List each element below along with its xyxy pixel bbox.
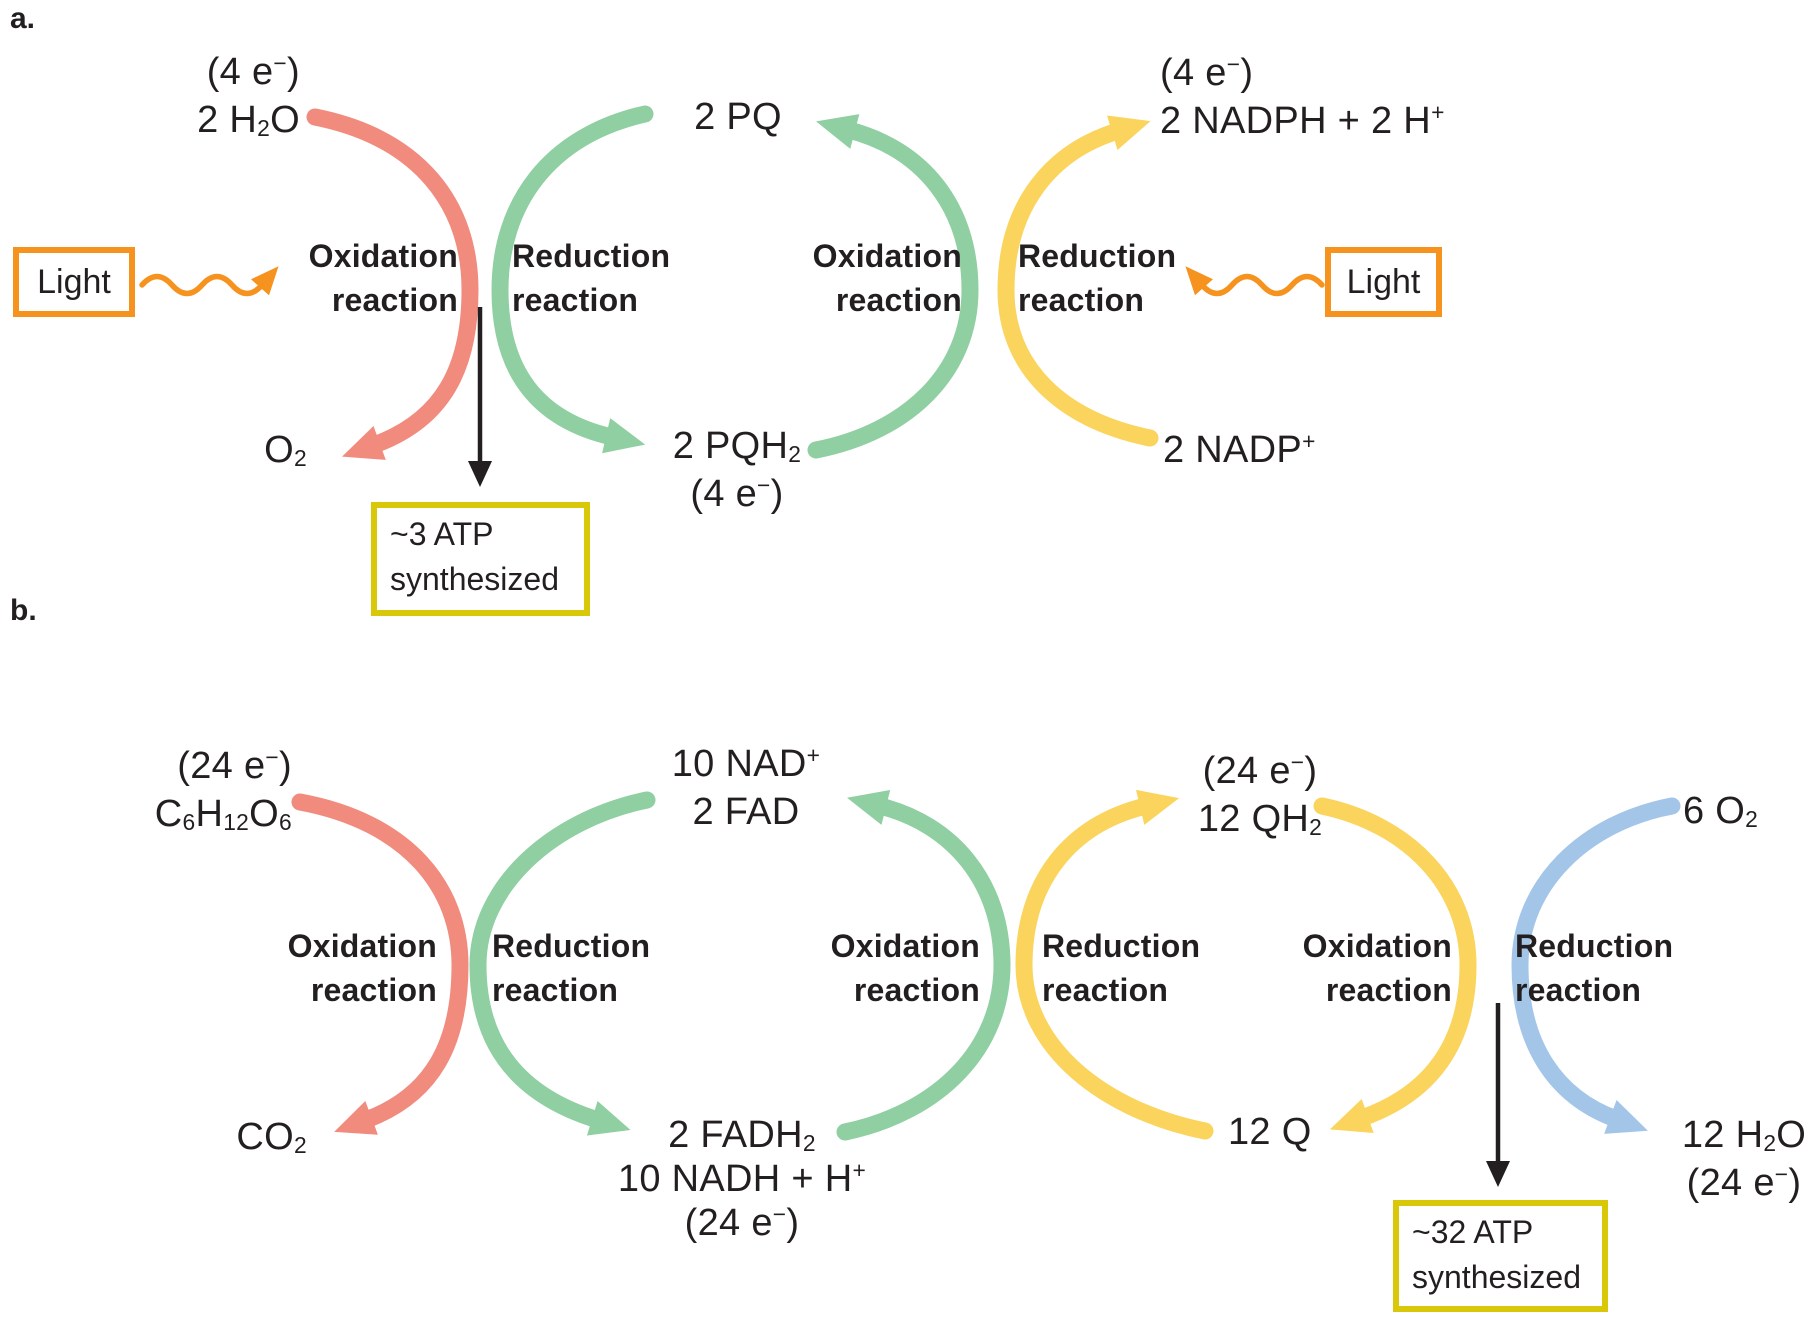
water-label: (4 e−) 2 H2O — [197, 50, 300, 146]
nadh-fadh2-oxidation-arc — [836, 789, 1011, 1141]
water-formula: 2 H2O — [197, 99, 300, 142]
qh2-label: (24 e−) 12 QH2 — [1160, 749, 1360, 845]
nadph-formula: 2 NADPH + 2 H+ — [1160, 99, 1445, 142]
qh2-formula: 12 QH2 — [1197, 798, 1323, 841]
oxidation-label-b2: Oxidation reaction — [830, 928, 980, 1008]
atp-b-line2: synthesized — [1412, 1259, 1581, 1295]
reduction-label-b1: Reduction reaction — [492, 928, 651, 1008]
panel-b-letter: b. — [10, 594, 37, 627]
h2o-formula: 12 H2O — [1681, 1114, 1807, 1157]
qh2-electrons: (24 e−) — [1202, 749, 1318, 792]
h2o-oxidation-arc — [306, 108, 479, 460]
oxidation-label-b1: Oxidation reaction — [287, 928, 437, 1008]
q-label: 12 Q — [1228, 1111, 1312, 1153]
light-wave-arrow-right — [1185, 266, 1325, 297]
oxidation-label-a2: Oxidation reaction — [812, 238, 962, 318]
co2-label: CO2 — [236, 1116, 307, 1159]
fad-line: 2 FAD — [692, 791, 800, 833]
pqh2-oxidation-arc — [807, 114, 979, 459]
h2o-electrons: (24 e−) — [1686, 1161, 1802, 1204]
pqh2-electrons: (4 e−) — [690, 472, 784, 515]
reduction-label-b3: Reduction reaction — [1515, 928, 1674, 1008]
q-reduction-arc — [1015, 789, 1214, 1140]
pqh2-formula: 2 PQH2 — [672, 425, 802, 468]
nadp-label: 2 NADP+ — [1163, 428, 1316, 471]
light-wave-arrow-left — [139, 266, 279, 297]
atp-a-line2: synthesized — [390, 561, 559, 597]
atp-b-line1: ~32 ATP — [1412, 1214, 1534, 1250]
reduction-label-a1: Reduction reaction — [512, 238, 671, 318]
fadh2-line: 2 FADH2 — [668, 1114, 816, 1157]
nad-fad-label: 10 NAD+ 2 FAD — [646, 742, 846, 834]
panel-a-letter: a. — [10, 2, 36, 35]
nadh-line: 10 NADH + H+ — [617, 1157, 867, 1200]
water-electrons: (4 e−) — [206, 50, 300, 93]
nadph-electrons: (4 e−) — [1160, 51, 1254, 94]
reduction-label-b2: Reduction reaction — [1042, 928, 1201, 1008]
fadh2-nadh-label: 2 FADH2 10 NADH + H+ (24 e−) — [592, 1115, 892, 1247]
atp-box-a: ~3 ATP synthesized — [371, 502, 590, 616]
oxidation-label-a1: Oxidation reaction — [308, 238, 458, 318]
nadp-reduction-arc — [997, 115, 1159, 447]
reduction-label-a2: Reduction reaction — [1018, 238, 1177, 318]
pq-label: 2 PQ — [694, 96, 782, 138]
light-box-right: Light — [1325, 247, 1442, 317]
nad-line: 10 NAD+ — [671, 742, 821, 785]
glucose-oxidation-arc — [291, 793, 469, 1135]
glucose-label: (24 e−) C6H12O6 — [155, 744, 292, 840]
nad-fad-reduction-arc — [469, 791, 656, 1136]
o2-b-label: 6 O2 — [1683, 790, 1759, 833]
pqh2-label: 2 PQH2 (4 e−) — [637, 424, 837, 520]
atp-box-b: ~32 ATP synthesized — [1393, 1200, 1608, 1312]
nadph-label: (4 e−) 2 NADPH + 2 H+ — [1160, 51, 1445, 147]
pq-reduction-arc — [491, 105, 654, 454]
o2-reduction-arc — [1511, 797, 1681, 1134]
glucose-formula: C6H12O6 — [154, 793, 292, 836]
light-box-left: Light — [13, 247, 135, 317]
oxygen-label: O2 — [264, 429, 307, 472]
glucose-electrons: (24 e−) — [177, 744, 292, 787]
h2o-label: 12 H2O (24 e−) — [1644, 1113, 1815, 1209]
qh2-oxidation-arc — [1313, 797, 1477, 1133]
nadh-electrons: (24 e−) — [684, 1201, 800, 1244]
atp-a-line1: ~3 ATP — [390, 516, 494, 552]
oxidation-label-b3: Oxidation reaction — [1302, 928, 1452, 1008]
